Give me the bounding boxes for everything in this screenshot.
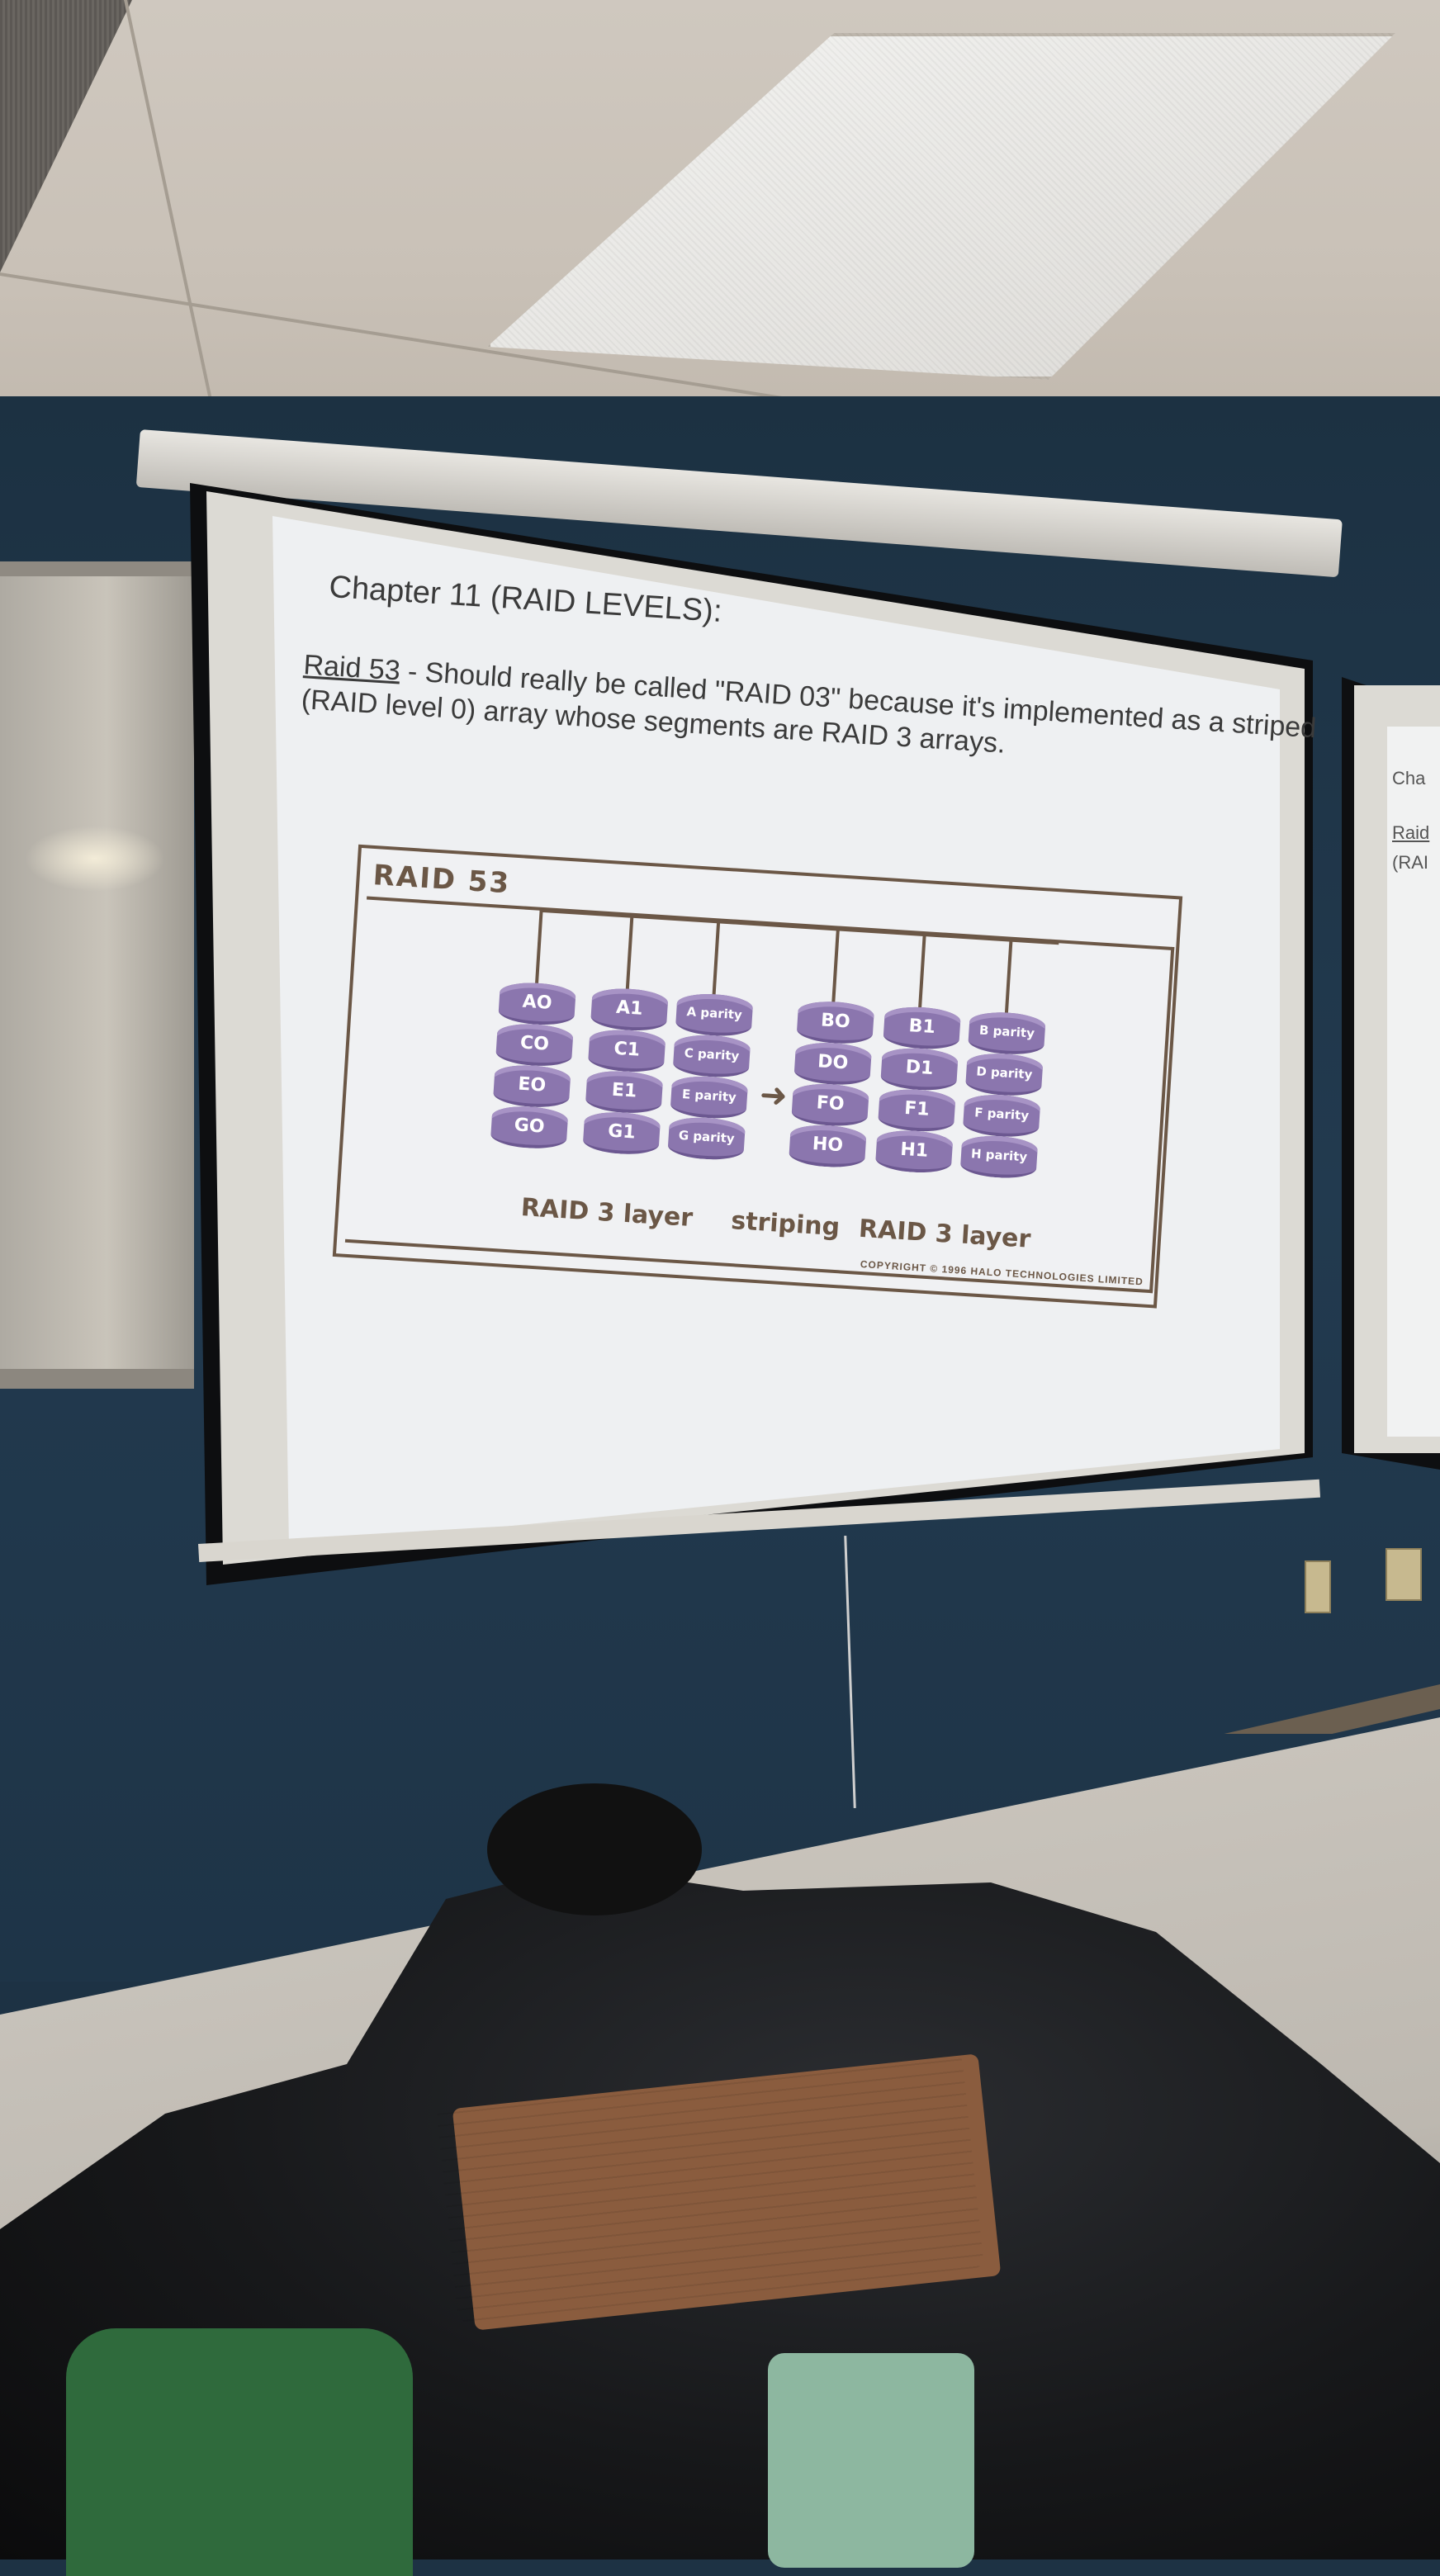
platter: CO — [495, 1021, 574, 1068]
platter: DO — [793, 1040, 873, 1087]
platter: C parity — [672, 1033, 751, 1080]
platter: G parity — [667, 1115, 746, 1162]
platter: E1 — [585, 1068, 664, 1115]
platter: FO — [791, 1082, 869, 1129]
platter: EO — [492, 1063, 571, 1110]
platter: GO — [490, 1104, 569, 1151]
second-screen-slide: Cha Raid (RAI — [1387, 727, 1440, 1437]
platter: G1 — [582, 1110, 661, 1157]
power-outlet — [1386, 1548, 1422, 1601]
platter: A parity — [675, 992, 754, 1039]
second-slide-text: (RAI — [1392, 852, 1428, 873]
diagram-title: RAID 53 — [372, 859, 512, 901]
whiteboard — [0, 561, 194, 1389]
platter: H parity — [959, 1134, 1039, 1181]
platter: B1 — [883, 1005, 962, 1051]
backpack-strap — [487, 1783, 702, 1915]
disk-stack: B parity D parity F parity H parity — [959, 1010, 1046, 1205]
platter: F1 — [877, 1087, 956, 1134]
light-switch — [1305, 1560, 1331, 1613]
platter: BO — [796, 999, 875, 1046]
second-slide-text: Raid — [1392, 822, 1430, 843]
mint-container — [768, 2353, 974, 2568]
ceiling-vent — [0, 0, 132, 272]
disk-stack: A1 C1 E1 G1 — [580, 986, 669, 1181]
platter: F parity — [962, 1092, 1041, 1139]
platter: D parity — [964, 1051, 1044, 1098]
platter: B parity — [967, 1010, 1046, 1057]
disk-stack: AO CO EO GO — [489, 980, 576, 1175]
disk-stack: B1 D1 F1 H1 — [874, 1005, 962, 1199]
second-slide-text: Cha — [1392, 768, 1426, 788]
platter: E parity — [670, 1074, 749, 1120]
platter: HO — [788, 1123, 867, 1170]
disk-stack: A parity C parity E parity G parity — [666, 992, 754, 1186]
platter: D1 — [879, 1046, 959, 1092]
platter: H1 — [874, 1128, 954, 1175]
raid-term: Raid 53 — [302, 649, 401, 687]
disk-stack: BO DO FO HO — [787, 999, 875, 1194]
green-bag — [66, 2328, 413, 2576]
slide-content: Chapter 11 (RAID LEVELS): Raid 53 - Shou… — [278, 570, 1317, 1450]
platter: C1 — [587, 1027, 666, 1074]
platter: AO — [498, 980, 576, 1027]
ceiling-light-grid — [487, 33, 1395, 380]
platter: A1 — [590, 986, 669, 1033]
raid-diagram: RAID 53 AO CO EO GO A1 C1 E1 G1 A parity… — [332, 844, 1183, 1309]
striping-arrow-icon: ➜ — [758, 1076, 789, 1115]
whiteboard-glare — [25, 826, 165, 892]
